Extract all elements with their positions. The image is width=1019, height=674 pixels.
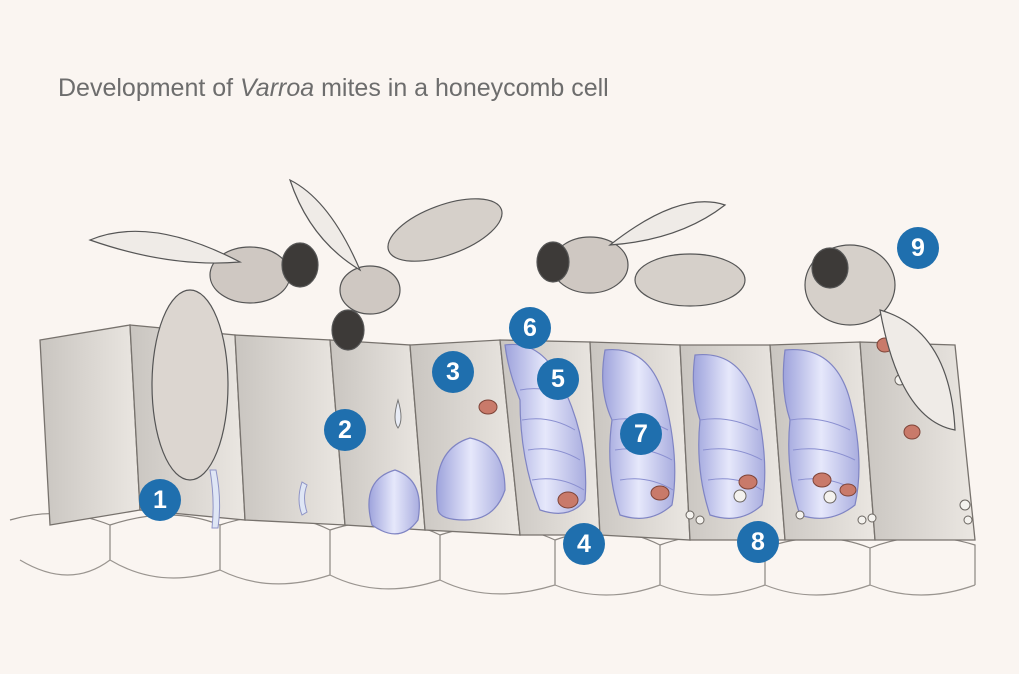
stage-marker-9: 9 — [897, 227, 939, 269]
stage-marker-2: 2 — [324, 409, 366, 451]
stage-marker-6: 6 — [509, 307, 551, 349]
stage-marker-4: 4 — [563, 523, 605, 565]
stage-marker-7: 7 — [620, 413, 662, 455]
stage-marker-8: 8 — [737, 521, 779, 563]
stage-marker-3: 3 — [432, 351, 474, 393]
stage-marker-1: 1 — [139, 479, 181, 521]
stage-marker-5: 5 — [537, 358, 579, 400]
